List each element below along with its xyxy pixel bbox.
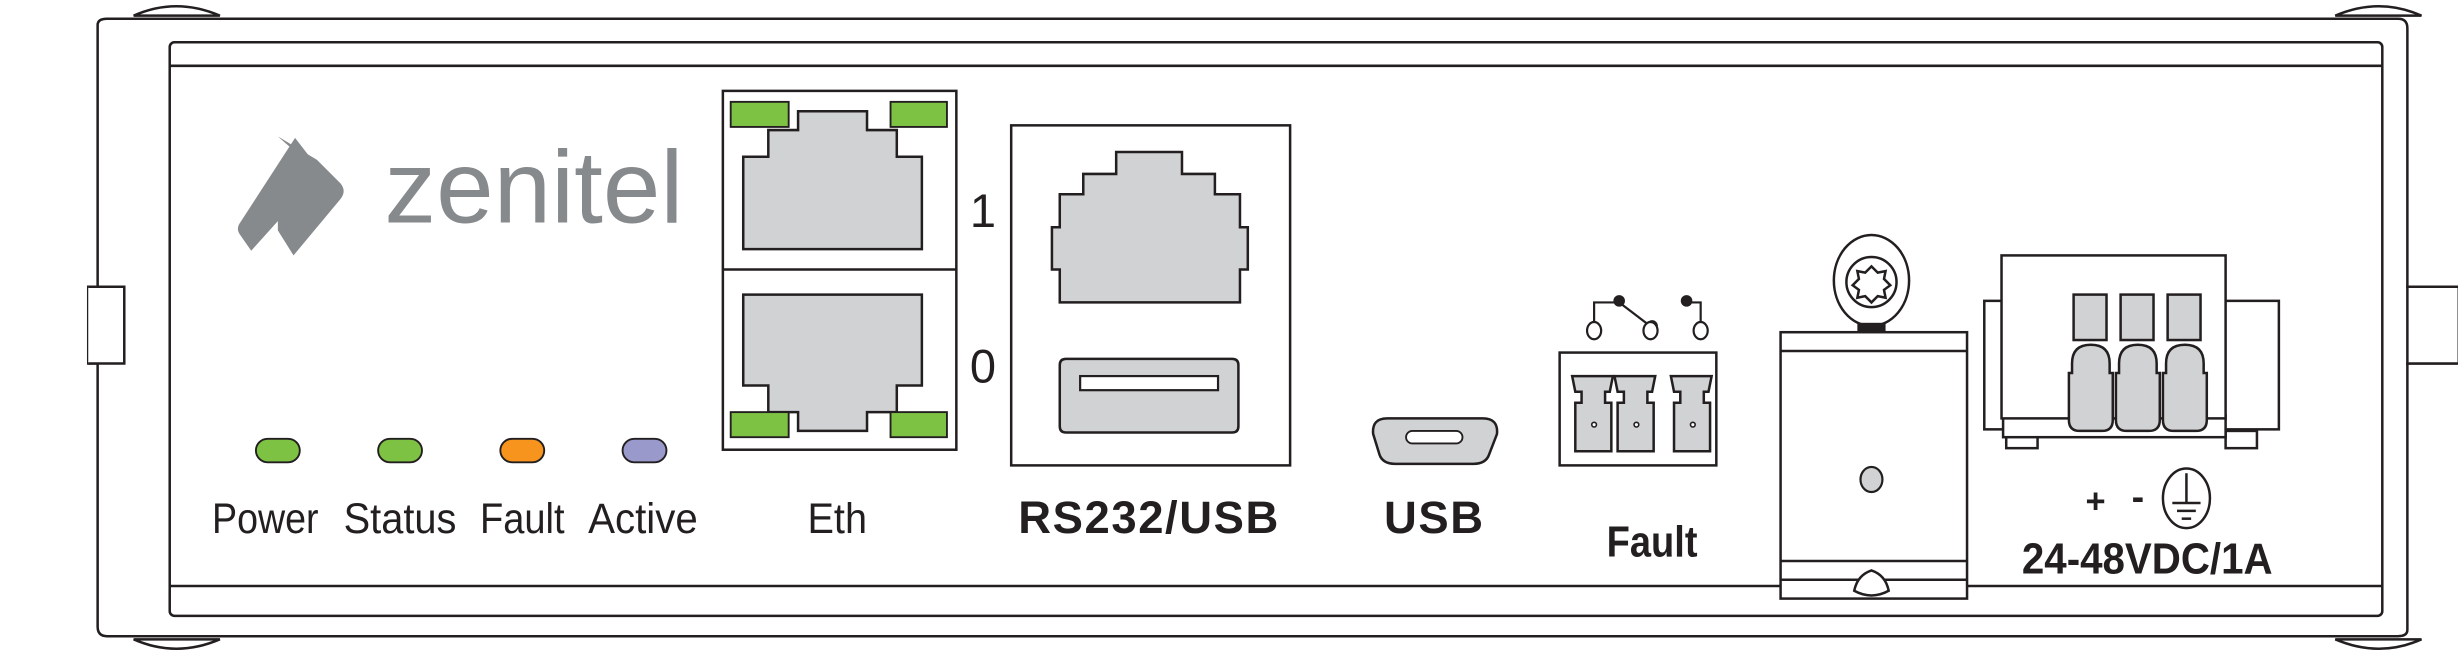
side-notch-left: [88, 285, 126, 365]
rs232-usb-block: RS232/USB: [1009, 124, 1292, 543]
usb-label: USB: [1384, 492, 1485, 543]
usb-a-port[interactable]: [1058, 357, 1240, 434]
ground-bracket: [1779, 233, 1969, 600]
status-leds: Power Status Fault Active: [212, 437, 698, 542]
eth0-led-left: [729, 411, 790, 439]
power-led: [254, 437, 301, 464]
status-led-label: Status: [344, 495, 457, 542]
power-led-label: Power: [212, 495, 319, 542]
feet: [133, 5, 2422, 650]
active-led: [621, 437, 668, 464]
status-led: [377, 437, 423, 464]
eth1-led-right: [889, 100, 948, 128]
eth0-led-right: [889, 411, 948, 439]
power-terminal[interactable]: [2067, 293, 2209, 433]
relay-symbol-icon: [1585, 295, 1709, 341]
fault-relay-block: Fault: [1558, 295, 1718, 566]
eth-port-0[interactable]: [741, 293, 924, 433]
plus-label: +: [2085, 482, 2105, 520]
side-notch-right: [2406, 285, 2458, 365]
power-connector-block: + - 24-48VDC/1A: [1983, 254, 2281, 584]
brand-name: zenitel: [384, 129, 683, 245]
rs232-port[interactable]: [1050, 150, 1250, 304]
rs232-usb-label: RS232/USB: [1018, 492, 1280, 543]
fault-led: [499, 437, 546, 464]
ground-icon: [2161, 467, 2212, 530]
micro-usb-block: USB: [1371, 417, 1499, 543]
ethernet-ports: 1 0 Eth: [721, 89, 996, 542]
fault-led-label: Fault: [480, 495, 565, 542]
power-rating-label: 24-48VDC/1A: [2022, 535, 2273, 584]
eth-port-0-number: 0: [970, 339, 996, 392]
fault-terminal-block[interactable]: [1570, 374, 1714, 453]
eth-port-1-number: 1: [970, 184, 996, 237]
zenitel-logo: zenitel: [237, 129, 683, 256]
minus-label: -: [2132, 475, 2145, 517]
eth-port-1[interactable]: [741, 110, 924, 251]
eth-label: Eth: [807, 495, 867, 542]
eth1-led-left: [729, 100, 790, 128]
active-led-label: Active: [588, 495, 698, 542]
fault-relay-label: Fault: [1607, 517, 1698, 566]
